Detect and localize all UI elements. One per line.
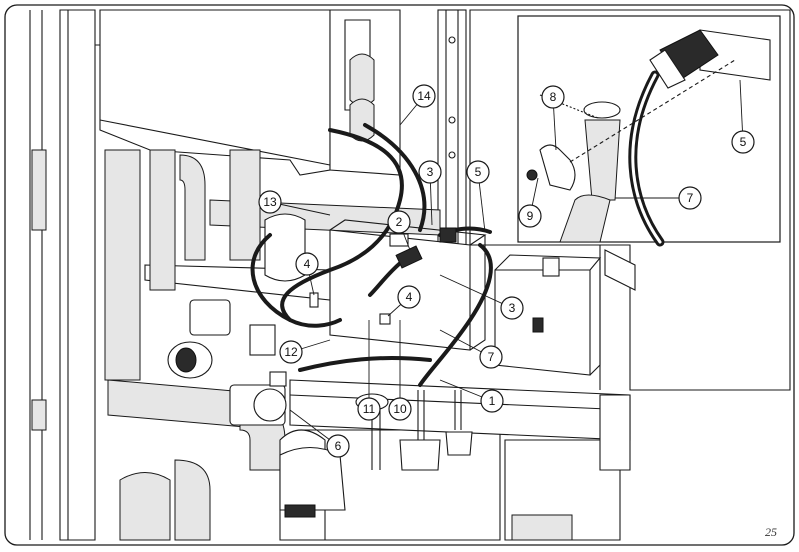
- callout-13: 13: [258, 190, 282, 214]
- callout-4-left: 4: [295, 252, 319, 276]
- svg-text:4: 4: [406, 290, 413, 304]
- svg-text:7: 7: [687, 191, 694, 205]
- svg-text:5: 5: [740, 135, 747, 149]
- callout-2: 2: [387, 210, 411, 234]
- callout-5-main: 5: [466, 160, 490, 184]
- callout-7-main: 7: [479, 345, 503, 369]
- callout-14: 14: [412, 84, 436, 108]
- callout-8: 8: [541, 85, 565, 109]
- cable-harness: [250, 123, 493, 387]
- svg-text:8: 8: [550, 90, 557, 104]
- callout-3-lower: 3: [500, 296, 524, 320]
- callout-5-inset: 5: [731, 130, 755, 154]
- callout-10: 10: [388, 397, 412, 421]
- callout-1: 1: [480, 389, 504, 413]
- top-housing: [99, 9, 401, 176]
- svg-text:2: 2: [396, 215, 403, 229]
- callout-11: 11: [357, 397, 381, 421]
- control-box-right: [494, 254, 602, 376]
- valve-assembly: [167, 299, 287, 426]
- svg-text:4: 4: [304, 257, 311, 271]
- vertical-rail: [437, 9, 467, 251]
- svg-text:5: 5: [475, 165, 482, 179]
- callout-7-inset: 7: [678, 186, 702, 210]
- callout-6: 6: [326, 434, 350, 458]
- lower-body: [279, 429, 621, 541]
- callout-4-centre: 4: [397, 285, 421, 309]
- callout-3-upper: 3: [418, 160, 442, 184]
- svg-text:9: 9: [527, 209, 534, 223]
- left-frame-column: [29, 9, 141, 541]
- page-frame: [4, 4, 795, 546]
- callout-12: 12: [279, 340, 303, 364]
- svg-text:3: 3: [509, 301, 516, 315]
- svg-text:13: 13: [263, 195, 277, 209]
- svg-text:3: 3: [427, 165, 434, 179]
- detail-inset: [517, 15, 781, 247]
- svg-text:14: 14: [417, 89, 431, 103]
- callout-9: 9: [518, 204, 542, 228]
- svg-text:7: 7: [488, 350, 495, 364]
- svg-text:11: 11: [363, 402, 376, 416]
- svg-text:12: 12: [284, 345, 298, 359]
- svg-text:1: 1: [489, 394, 496, 408]
- page-number: 25: [765, 525, 777, 539]
- svg-text:6: 6: [335, 439, 342, 453]
- svg-text:10: 10: [393, 402, 407, 416]
